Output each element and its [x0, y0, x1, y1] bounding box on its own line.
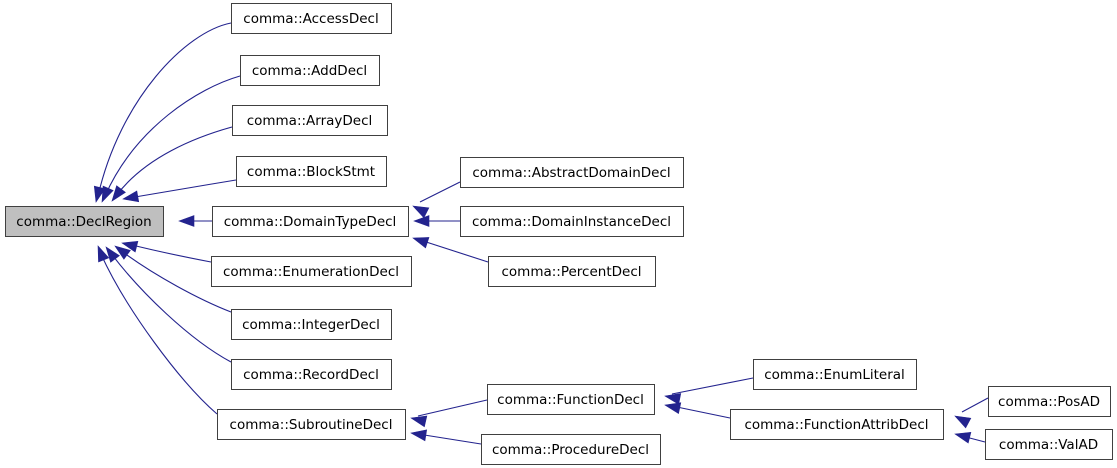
node-label: comma::AccessDecl: [243, 11, 378, 27]
inheritance-edge: [417, 433, 482, 445]
node-label: comma::IntegerDecl: [242, 317, 380, 333]
node-box[interactable]: [240, 55, 380, 86]
class-node-integerdecl[interactable]: comma::IntegerDecl: [231, 309, 392, 340]
node-box[interactable]: [217, 409, 406, 440]
node-box[interactable]: [231, 3, 392, 34]
class-node-domaintypedecl[interactable]: comma::DomainTypeDecl: [212, 206, 409, 237]
inheritance-arrowhead: [954, 431, 972, 444]
inheritance-arrowhead: [101, 185, 114, 203]
class-node-abstractdomaindecl[interactable]: comma::AbstractDomainDecl: [460, 157, 684, 188]
node-box[interactable]: [231, 359, 392, 390]
inheritance-arrowhead: [121, 240, 139, 253]
class-node-accessdecl[interactable]: comma::AccessDecl: [231, 3, 392, 34]
node-label: comma::ArrayDecl: [247, 113, 373, 129]
class-node-enumliteral[interactable]: comma::EnumLiteral: [753, 359, 917, 390]
inheritance-arrowhead: [410, 415, 428, 428]
node-box[interactable]: [232, 105, 388, 136]
inheritance-arrowhead: [664, 393, 682, 405]
inheritance-edge: [104, 75, 241, 197]
node-label: comma::ProcedureDecl: [492, 442, 649, 458]
node-label: comma::AddDecl: [252, 63, 367, 79]
node-label: comma::PercentDecl: [501, 264, 641, 280]
class-node-adddecl[interactable]: comma::AddDecl: [240, 55, 380, 86]
node-box[interactable]: [753, 359, 917, 390]
class-node-arraydecl[interactable]: comma::ArrayDecl: [232, 105, 388, 136]
inheritance-arrowhead: [114, 245, 131, 260]
node-label: comma::SubroutineDecl: [230, 417, 393, 433]
node-layer: comma::DeclRegion comma::AccessDeclcomma:…: [5, 3, 1113, 465]
class-node-valad[interactable]: comma::ValAD: [985, 429, 1113, 460]
node-box[interactable]: [487, 384, 655, 415]
node-label: comma::DeclRegion: [16, 214, 151, 230]
inheritance-arrowhead: [122, 190, 140, 203]
inheritance-edge: [671, 377, 754, 395]
node-label: comma::EnumLiteral: [764, 367, 905, 383]
inheritance-edge: [419, 239, 489, 263]
node-box[interactable]: [211, 256, 412, 287]
inheritance-arrowhead: [178, 215, 195, 227]
node-box[interactable]: [460, 206, 684, 237]
node-label: comma::RecordDecl: [243, 367, 379, 383]
node-box[interactable]: [988, 386, 1111, 417]
inheritance-edge: [119, 249, 232, 313]
inheritance-arrowhead: [664, 402, 682, 414]
node-box[interactable]: [231, 309, 392, 340]
inheritance-arrowhead: [97, 245, 110, 263]
node-box[interactable]: [5, 206, 164, 237]
inheritance-edge: [127, 243, 212, 263]
inheritance-arrowhead: [954, 415, 972, 429]
node-box[interactable]: [488, 256, 656, 287]
inheritance-arrowhead: [111, 185, 126, 202]
inheritance-edge: [99, 251, 218, 415]
node-label: comma::DomainInstanceDecl: [472, 214, 671, 230]
class-node-recorddecl[interactable]: comma::RecordDecl: [231, 359, 392, 390]
node-box[interactable]: [481, 434, 661, 465]
inheritance-edge: [419, 181, 461, 203]
class-node-enumerationdecl[interactable]: comma::EnumerationDecl: [211, 256, 412, 287]
node-label: comma::DomainTypeDecl: [224, 214, 397, 230]
node-box[interactable]: [985, 429, 1113, 460]
inheritance-arrowhead: [93, 185, 106, 203]
node-label: comma::PosAD: [998, 394, 1100, 410]
edge-layer: [93, 22, 989, 445]
node-label: comma::FunctionDecl: [497, 392, 644, 408]
node-label: comma::AbstractDomainDecl: [472, 165, 670, 181]
inheritance-edge: [109, 251, 232, 363]
class-node-declregion[interactable]: comma::DeclRegion: [5, 206, 164, 237]
node-label: comma::FunctionAttribDecl: [744, 417, 928, 433]
inheritance-edge: [97, 22, 232, 197]
node-box[interactable]: [236, 156, 387, 187]
inheritance-arrowhead: [412, 237, 430, 249]
class-node-posad[interactable]: comma::PosAD: [988, 386, 1111, 417]
inheritance-arrowhead: [412, 205, 430, 219]
inheritance-edge: [671, 405, 731, 419]
node-label: comma::ValAD: [999, 437, 1098, 453]
inheritance-edge: [961, 397, 989, 413]
inheritance-edge: [128, 179, 237, 199]
class-node-subroutinedecl[interactable]: comma::SubroutineDecl: [217, 409, 406, 440]
class-node-functiondecl[interactable]: comma::FunctionDecl: [487, 384, 655, 415]
node-box[interactable]: [460, 157, 684, 188]
class-node-percentdecl[interactable]: comma::PercentDecl: [488, 256, 656, 287]
node-box[interactable]: [212, 206, 409, 237]
class-node-blockstmt[interactable]: comma::BlockStmt: [236, 156, 387, 187]
inheritance-edge: [417, 399, 488, 417]
inheritance-edge: [115, 126, 233, 197]
node-label: comma::EnumerationDecl: [223, 264, 399, 280]
class-node-proceduredecl[interactable]: comma::ProcedureDecl: [481, 434, 661, 465]
node-label: comma::BlockStmt: [247, 164, 375, 180]
inheritance-arrowhead: [410, 429, 428, 442]
class-node-functionattribdecl[interactable]: comma::FunctionAttribDecl: [730, 409, 944, 440]
inheritance-arrowhead: [105, 246, 120, 263]
class-node-domaininstancedecl[interactable]: comma::DomainInstanceDecl: [460, 206, 684, 237]
inheritance-arrowhead: [413, 215, 430, 227]
node-box[interactable]: [730, 409, 944, 440]
